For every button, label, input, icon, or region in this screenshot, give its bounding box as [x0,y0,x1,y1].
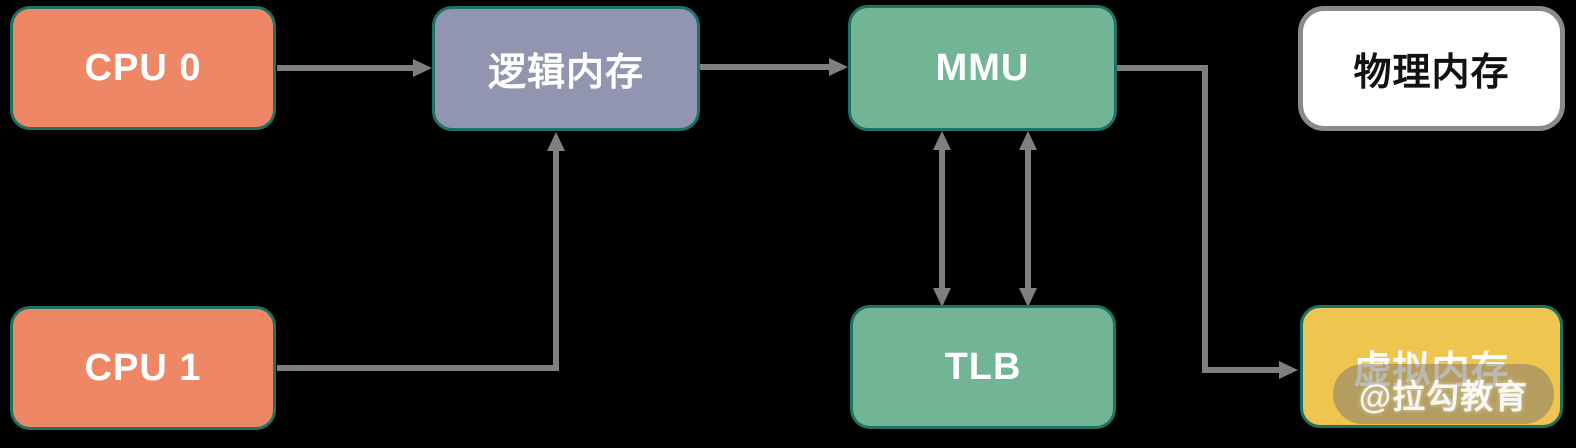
arrowhead-up-icon [547,132,565,151]
arrowhead-right-icon [1279,361,1298,379]
node-tlb: TLB [850,305,1116,429]
node-tlb-label: TLB [944,345,1022,388]
edge-cpu1-to-logical-memory [277,132,565,371]
node-cpu0-label: CPU 0 [84,46,202,89]
node-mmu-label: MMU [935,46,1030,89]
node-cpu0: CPU 0 [10,6,276,130]
arrowhead-down-icon [933,288,951,307]
node-cpu1: CPU 1 [10,306,276,430]
node-mmu: MMU [848,5,1117,131]
node-physical-memory-label: 物理内存 [1353,52,1510,94]
arrowhead-up-icon [1019,131,1037,150]
edge-logical-memory-to-mmu [700,58,848,76]
arrowhead-down-icon [1019,288,1037,307]
node-cpu1-label: CPU 1 [84,346,202,389]
edge-cpu0-to-logical-memory [277,59,432,77]
arrowhead-right-icon [829,58,848,76]
arrowhead-up-icon [933,131,951,150]
node-physical-memory: 物理内存 [1298,6,1565,131]
watermark-text: @拉勾教育 [1358,378,1529,415]
edge-mmu-tlb-left [933,131,951,307]
arrowhead-right-icon [413,59,432,77]
node-logical-memory-label: 逻辑内存 [487,52,644,94]
node-logical-memory: 逻辑内存 [432,6,700,131]
watermark-badge: @拉勾教育 [1333,364,1554,424]
edge-mmu-tlb-right [1019,131,1037,307]
edge-mmu-to-virtual-memory [1117,65,1298,379]
